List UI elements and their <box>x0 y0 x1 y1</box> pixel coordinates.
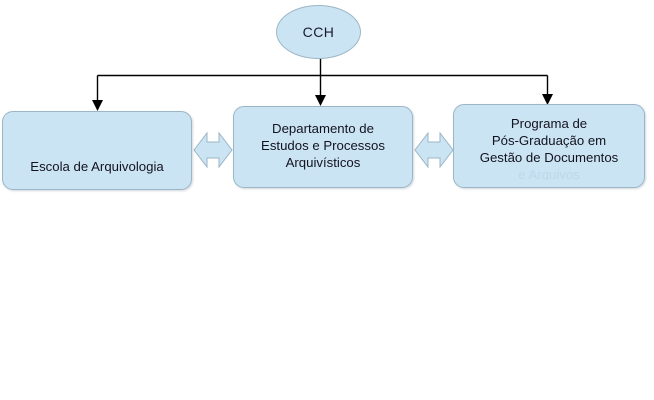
arrowhead-departamento <box>315 95 326 106</box>
node-escola-arquivologia[interactable]: Escola de Arquivologia <box>2 111 192 190</box>
bidirectional-arrow-escola-departamento <box>193 131 233 169</box>
node-cch[interactable]: CCH <box>276 5 361 59</box>
node-programa-pos-graduacao[interactable]: Programa de Pós-Graduação em Gestão de D… <box>453 104 645 188</box>
bidirectional-arrow-departamento-programa <box>414 131 454 169</box>
node-cch-label: CCH <box>302 24 335 40</box>
node-programa-pos-graduacao-label: Programa de Pós-Graduação em Gestão de D… <box>479 116 619 165</box>
node-departamento-estudos-processos[interactable]: Departamento de Estudos e Processos Arqu… <box>233 106 413 188</box>
node-programa-pos-graduacao-clipped-label: e Arquivos <box>518 167 580 180</box>
node-departamento-estudos-processos-label: Departamento de Estudos e Processos Arqu… <box>261 121 385 170</box>
node-escola-arquivologia-label: Escola de Arquivologia <box>30 159 164 174</box>
arrowhead-escola <box>92 100 103 111</box>
